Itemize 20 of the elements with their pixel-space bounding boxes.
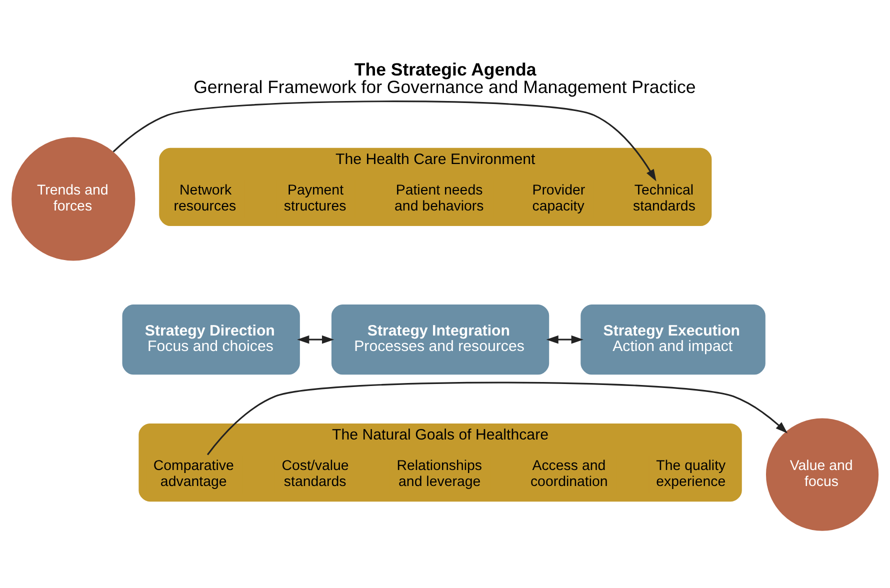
arrow (546, 334, 584, 344)
node-text: The quality experience (656, 457, 726, 490)
node-text: Relationships and leverage (396, 457, 482, 490)
node-text: Access and coordination (530, 457, 608, 490)
node-text: Technical standards (633, 182, 696, 214)
node-text: Provider capacity (532, 182, 586, 214)
arrow (206, 381, 788, 455)
diagram-title: The Strategic Agenda (354, 58, 536, 79)
node-text: Patient needs and behaviors (394, 182, 484, 214)
node-box: Strategy Execution Action and impact (580, 304, 766, 374)
node-text: Cost/value standards (282, 457, 349, 490)
node-text: Payment structures (284, 182, 346, 214)
arrow (297, 334, 334, 344)
node-box: Strategy Integration Processes and resources (331, 304, 550, 374)
node-text: Comparative advantage (153, 457, 234, 490)
node-box: Strategy Direction Focus and choices (122, 304, 300, 374)
node-circle: Trends and forces (12, 136, 136, 260)
node-circle: Value and focus (766, 418, 879, 530)
arrow (112, 100, 656, 181)
node-text: Network resources (174, 182, 236, 214)
